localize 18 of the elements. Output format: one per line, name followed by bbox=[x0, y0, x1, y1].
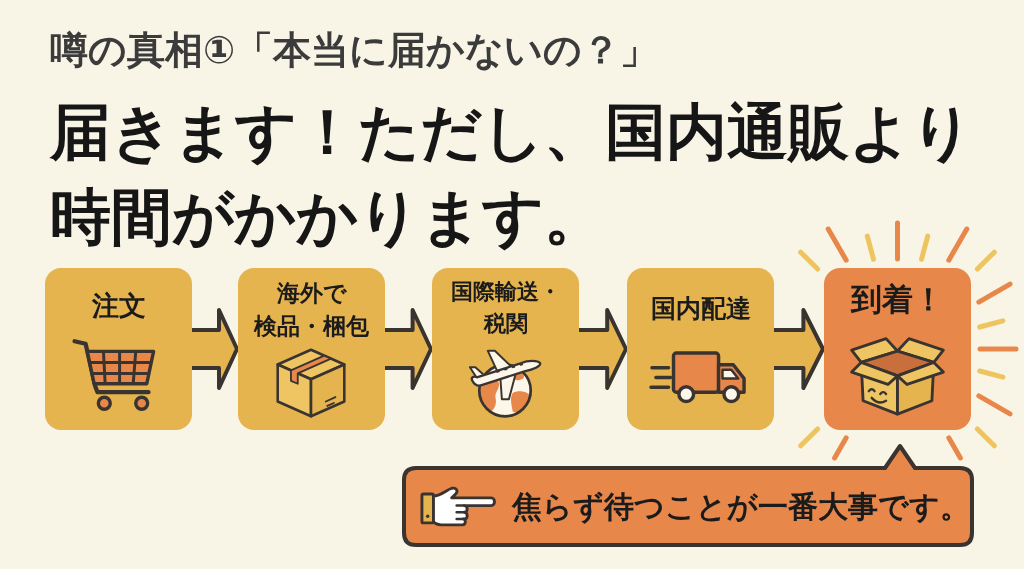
block-arrow bbox=[772, 308, 825, 390]
process-step-box bbox=[627, 268, 774, 430]
step-label: 注文 bbox=[91, 289, 146, 323]
tip-text: 焦らず待つことが一番大事です。 bbox=[512, 488, 970, 526]
block-arrow bbox=[577, 308, 628, 390]
step-label: 到着！ bbox=[851, 280, 944, 319]
slide-title: 噂の真相①「本当に届かないの？」 bbox=[50, 27, 659, 73]
process-step-box bbox=[432, 268, 579, 430]
step-label: 海外で検品・梱包 bbox=[254, 279, 369, 341]
process-step-box bbox=[238, 268, 385, 430]
arrival-box bbox=[824, 268, 971, 430]
step-label: 国内配達 bbox=[650, 293, 751, 325]
step-label: 国際輸送・税関 bbox=[450, 278, 561, 338]
block-arrow bbox=[383, 308, 433, 390]
speech-bubble bbox=[402, 443, 974, 547]
process-step-box bbox=[45, 268, 192, 430]
headline: 届きます！ただし、国内通販より時間がかかります。 bbox=[50, 95, 974, 254]
block-arrow bbox=[190, 308, 239, 390]
